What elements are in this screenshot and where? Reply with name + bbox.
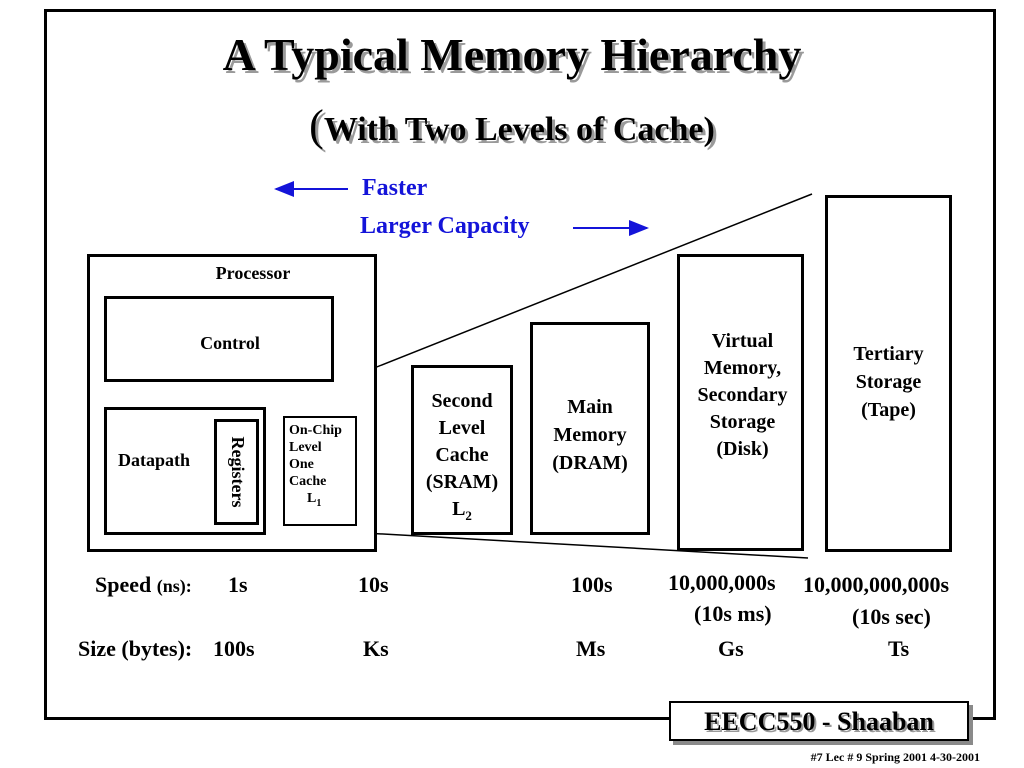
registers-label: Registers bbox=[228, 436, 248, 508]
l2-cache-label: Second Level Cache (SRAM) L2 bbox=[411, 388, 513, 529]
larger-capacity-label: Larger Capacity bbox=[360, 213, 530, 239]
main-memory-label: Main Memory (DRAM) bbox=[530, 393, 650, 477]
main-memory-line: (DRAM) bbox=[552, 452, 628, 474]
size-label: Size (bytes): bbox=[78, 636, 193, 661]
tertiary-line: Storage bbox=[855, 371, 922, 393]
registers-box bbox=[214, 419, 259, 525]
l2-line: Second bbox=[431, 390, 493, 412]
faster-label: Faster bbox=[362, 175, 428, 201]
speed-main-memory: 100s bbox=[571, 572, 613, 597]
speed-disk: 10,000,000s bbox=[668, 570, 776, 595]
l2-cache-box bbox=[411, 365, 513, 535]
size-cache: Ks bbox=[363, 636, 389, 661]
l1-line: Cache bbox=[289, 474, 327, 489]
virtual-memory-line: Virtual bbox=[711, 330, 774, 352]
l1-level-sub: 1 bbox=[316, 497, 322, 509]
l2-line: (SRAM) bbox=[425, 471, 499, 493]
tertiary-storage-label: Tertiary Storage (Tape) bbox=[825, 340, 952, 424]
l1-cache-label: On-Chip Level One Cache L1 bbox=[289, 422, 342, 512]
size-tape: Ts bbox=[888, 636, 910, 661]
l1-line: One bbox=[289, 457, 314, 472]
datapath-label: Datapath bbox=[118, 450, 191, 470]
speed-label-text: Speed bbox=[95, 572, 152, 597]
l1-cache-box bbox=[283, 416, 357, 526]
virtual-memory-box bbox=[677, 254, 804, 551]
l2-level-letter: L bbox=[452, 498, 466, 520]
virtual-memory-line: Secondary bbox=[697, 384, 788, 406]
speed-label: Speed (ns): bbox=[95, 572, 192, 598]
size-registers: 100s bbox=[213, 636, 255, 661]
speed-tape-note: (10s sec) bbox=[852, 604, 931, 629]
slide-title: A Typical Memory Hierarchy bbox=[222, 29, 802, 80]
l2-line: Level bbox=[438, 417, 486, 439]
control-box bbox=[104, 296, 334, 382]
l1-level: L1 bbox=[289, 490, 342, 512]
tertiary-line: (Tape) bbox=[861, 399, 916, 421]
subtitle-text: With Two Levels of Cache bbox=[323, 111, 704, 148]
speed-disk-note: (10s ms) bbox=[694, 601, 772, 626]
l1-level-letter: L bbox=[307, 491, 317, 506]
slide-subtitle: (With Two Levels of Cache) bbox=[0, 100, 1024, 151]
size-main-memory: Ms bbox=[576, 636, 606, 661]
tertiary-line: Tertiary bbox=[853, 343, 924, 365]
l2-level: L2 bbox=[411, 496, 513, 529]
speed-tape: 10,000,000,000s bbox=[803, 572, 950, 597]
speed-cache: 10s bbox=[358, 572, 389, 597]
l2-line: Cache bbox=[435, 444, 489, 466]
virtual-memory-line: Storage bbox=[709, 411, 776, 433]
tertiary-storage-box bbox=[825, 195, 952, 552]
virtual-memory-line: Memory, bbox=[703, 357, 782, 379]
main-memory-line: Main bbox=[567, 396, 613, 418]
footer-badge: EECC550 - Shaaban bbox=[669, 701, 969, 741]
l2-level-sub: 2 bbox=[465, 508, 472, 523]
speed-registers: 1s bbox=[228, 572, 248, 597]
control-label: Control bbox=[200, 333, 260, 353]
main-memory-line: Memory bbox=[553, 424, 627, 446]
virtual-memory-label: Virtual Memory, Secondary Storage (Disk) bbox=[677, 328, 808, 463]
subtitle-close-paren: ) bbox=[703, 111, 715, 148]
slide-frame bbox=[44, 9, 996, 720]
footer-info: #7 Lec # 9 Spring 2001 4-30-2001 bbox=[810, 750, 980, 764]
size-disk: Gs bbox=[718, 636, 744, 661]
l1-line: Level bbox=[289, 440, 322, 455]
main-memory-box bbox=[530, 322, 650, 535]
subtitle-open-paren: ( bbox=[309, 101, 324, 150]
speed-unit: (ns): bbox=[156, 576, 192, 596]
processor-label: Processor bbox=[215, 263, 291, 283]
virtual-memory-line: (Disk) bbox=[716, 438, 769, 460]
l1-line: On-Chip bbox=[289, 423, 342, 438]
